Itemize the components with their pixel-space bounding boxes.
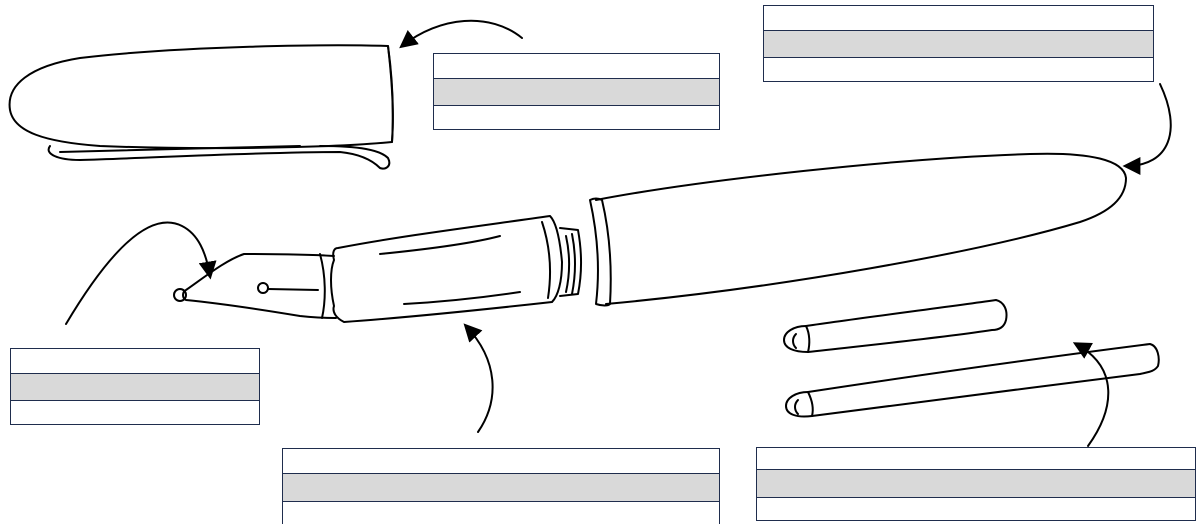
label-row[interactable] bbox=[283, 449, 719, 474]
label-row[interactable] bbox=[283, 474, 719, 502]
pen-grip-icon bbox=[331, 216, 562, 322]
cartridge-label-box[interactable] bbox=[756, 447, 1196, 521]
label-row[interactable] bbox=[434, 106, 719, 129]
label-row[interactable] bbox=[757, 448, 1195, 470]
grip-label-box[interactable] bbox=[282, 448, 720, 524]
label-row[interactable] bbox=[757, 470, 1195, 498]
label-row[interactable] bbox=[11, 374, 259, 401]
ink-cartridge-icon bbox=[784, 300, 1007, 352]
label-row[interactable] bbox=[283, 502, 719, 525]
pen-barrel-icon bbox=[590, 154, 1126, 306]
label-row[interactable] bbox=[764, 31, 1153, 58]
label-row[interactable] bbox=[434, 54, 719, 79]
ink-cartridge-icon bbox=[786, 344, 1159, 417]
label-row[interactable] bbox=[434, 79, 719, 106]
pen-cap-icon bbox=[10, 45, 393, 168]
label-row[interactable] bbox=[764, 58, 1153, 81]
grip-pointer-arrow bbox=[466, 326, 493, 432]
label-row[interactable] bbox=[11, 401, 259, 424]
nib-pointer-arrow bbox=[66, 223, 210, 324]
barrel-pointer-arrow bbox=[1126, 84, 1171, 166]
cartridge-pointer-arrow bbox=[1076, 344, 1108, 446]
pen-thread-icon bbox=[560, 228, 581, 296]
label-row[interactable] bbox=[764, 6, 1153, 31]
label-row[interactable] bbox=[11, 349, 259, 374]
label-row[interactable] bbox=[757, 498, 1195, 520]
cap-pointer-arrow bbox=[402, 21, 522, 46]
barrel-label-box[interactable] bbox=[763, 5, 1154, 82]
nib-label-box[interactable] bbox=[10, 348, 260, 425]
cap-label-box[interactable] bbox=[433, 53, 720, 130]
pen-nib-icon bbox=[174, 254, 336, 318]
